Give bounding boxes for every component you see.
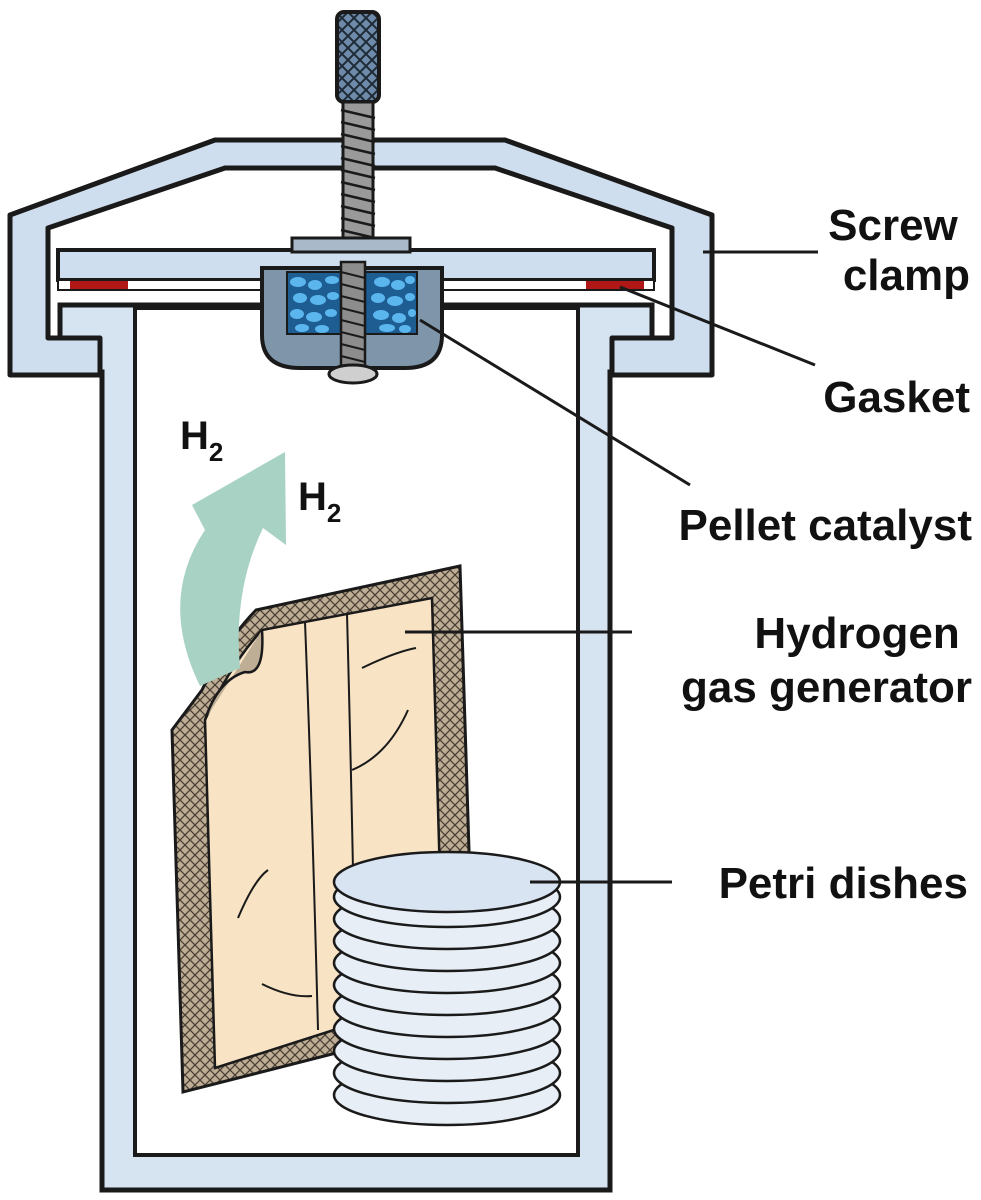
screw-clamp-frame [7, 137, 715, 378]
label-gasket: Gasket [823, 373, 970, 422]
hydrogen-flow-arrow [180, 452, 286, 686]
leader-lines [405, 250, 818, 884]
label-pellet-catalyst: Pellet catalyst [679, 501, 973, 550]
leader-line-gasket [619, 285, 816, 367]
h2-label-right: H2 [298, 475, 341, 528]
catalyst-holder [260, 260, 444, 385]
label-hydrogen-gas-generator: Hydrogen gas generator [681, 609, 972, 712]
label-screw-clamp: Screw clamp [828, 201, 970, 300]
screw [290, 10, 412, 254]
h2-label-left: H2 [180, 414, 223, 467]
label-petri-dishes: Petri dishes [719, 859, 968, 908]
petri-dishes-stack [332, 850, 562, 1127]
leader-line-pellet-catalyst [419, 318, 691, 487]
